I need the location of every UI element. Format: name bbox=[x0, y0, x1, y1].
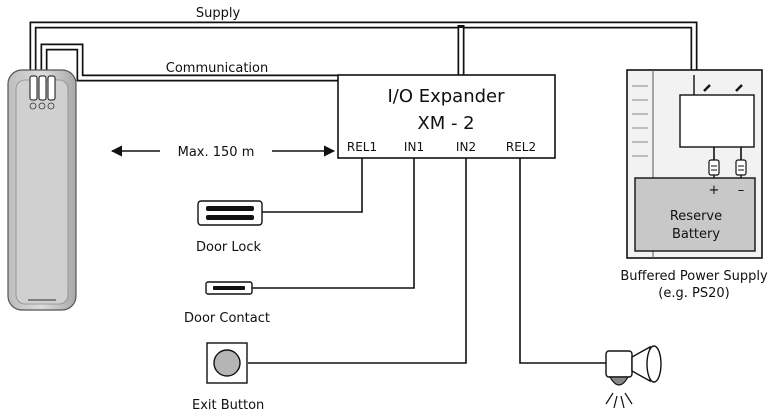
psu-label-line1: Buffered Power Supply bbox=[620, 269, 768, 284]
exit-button: Exit Button bbox=[192, 342, 264, 413]
battery-minus: – bbox=[738, 183, 745, 198]
door-lock: Door Lock bbox=[196, 200, 263, 255]
door-lock-label: Door Lock bbox=[196, 240, 262, 255]
battery-label-line2: Battery bbox=[672, 227, 720, 242]
exit-button-label: Exit Button bbox=[192, 398, 264, 413]
expander-model: XM - 2 bbox=[417, 113, 474, 134]
supply-label: Supply bbox=[196, 6, 241, 21]
distance-label: Max. 150 m bbox=[178, 145, 255, 160]
battery-label-line1: Reserve bbox=[670, 209, 722, 224]
pin-rel1: REL1 bbox=[347, 140, 377, 154]
door-lock-icon bbox=[197, 200, 263, 226]
door-contact: Door Contact bbox=[184, 281, 270, 326]
io-expander: I/O Expander XM - 2 REL1 IN1 IN2 REL2 bbox=[337, 74, 556, 159]
battery-plus: + bbox=[709, 183, 720, 198]
terminal-icon bbox=[703, 84, 743, 92]
led-icon bbox=[29, 75, 56, 101]
communication-label: Communication bbox=[166, 61, 268, 76]
expander-title: I/O Expander bbox=[387, 86, 505, 107]
pin-in1: IN1 bbox=[404, 140, 424, 154]
siren-icon bbox=[605, 345, 662, 409]
psu-label-line2: (e.g. PS20) bbox=[658, 286, 729, 301]
power-module bbox=[679, 94, 755, 148]
card-reader bbox=[7, 69, 77, 311]
distance-indicator: Max. 150 m bbox=[110, 145, 336, 160]
signal-wires bbox=[248, 158, 606, 364]
pin-in2: IN2 bbox=[456, 140, 476, 154]
battery bbox=[634, 177, 756, 252]
door-contact-label: Door Contact bbox=[184, 311, 270, 326]
battery-connector-icon bbox=[708, 159, 747, 176]
exit-button-icon bbox=[206, 342, 248, 384]
supply-cable bbox=[29, 21, 698, 75]
pin-rel2: REL2 bbox=[506, 140, 536, 154]
vent-icon bbox=[632, 85, 648, 157]
reader-status-icon bbox=[29, 102, 55, 110]
power-supply: + – Reserve Battery bbox=[626, 69, 763, 259]
communication-cable bbox=[40, 43, 338, 82]
door-contact-icon bbox=[205, 281, 253, 295]
siren bbox=[605, 345, 662, 409]
